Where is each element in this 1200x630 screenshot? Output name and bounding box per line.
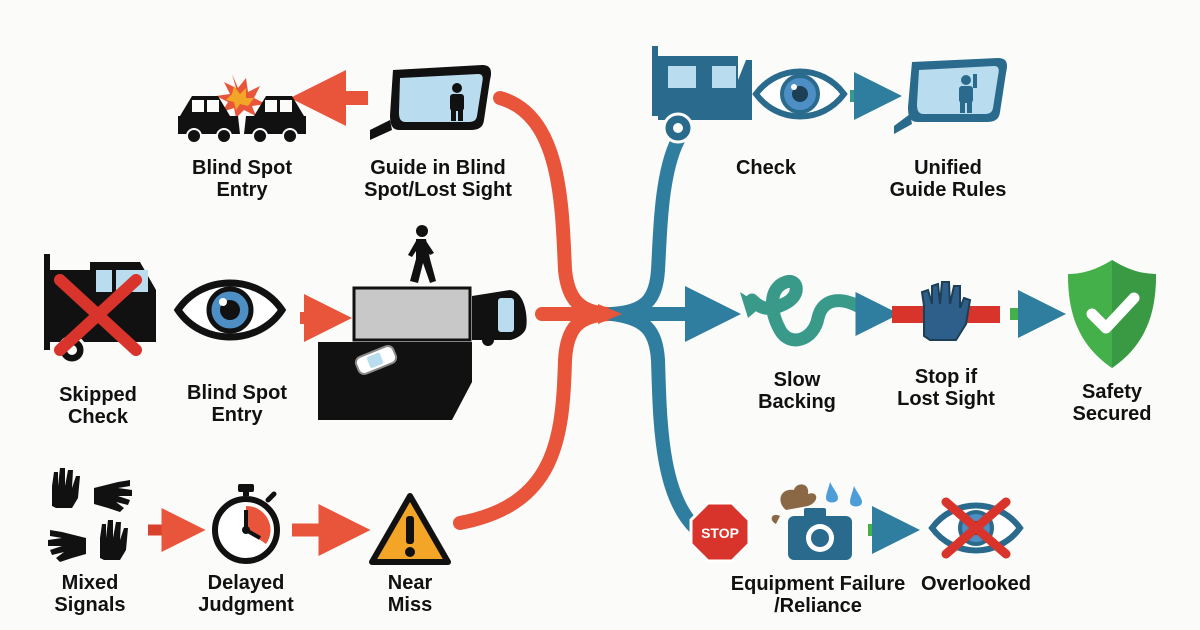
walking-person-icon (408, 225, 436, 283)
eye-icon (173, 279, 287, 341)
label-safety-secured: Safety Secured (1072, 381, 1152, 425)
label-delayed-judgment: Delayed Judgment (198, 572, 294, 616)
right-fork-curves (605, 133, 741, 539)
stop-sign-text: STOP (701, 525, 739, 541)
warning-icon (369, 493, 451, 565)
label-guide-lost-sight: Guide in Blind Spot/Lost Sight (364, 157, 512, 201)
label-mixed-signals: Mixed Signals (54, 572, 126, 616)
truck-icon (652, 46, 752, 144)
left-fork-bottom-curve (453, 307, 615, 530)
left-fork-curves (453, 91, 615, 530)
fork-center-junction (598, 304, 622, 324)
left-fork-top-curve (493, 91, 615, 321)
label-skipped-check: Skipped Check (59, 384, 137, 428)
shield-check-icon (1068, 260, 1156, 368)
mirror-person-icon (370, 65, 492, 140)
stopwatch-icon (212, 484, 280, 564)
stop-sign-icon: STOP (689, 501, 751, 563)
car-collision-icon (178, 74, 306, 144)
mirror-person-icon (894, 58, 1008, 134)
hands-icon (48, 468, 132, 562)
label-check: Check (735, 157, 797, 179)
eye-crossed-icon (928, 497, 1024, 559)
label-stop-lost-sight: Stop if Lost Sight (897, 366, 995, 410)
eye-icon (752, 68, 848, 120)
label-blind-spot-entry-top: Blind Spot Entry (192, 157, 292, 201)
label-blind-spot-entry-mid: Blind Spot Entry (187, 382, 287, 426)
stop-hand-icon (892, 281, 1000, 341)
label-unified-guide-rules: Unified Guide Rules (889, 157, 1007, 201)
label-equipment-failure: Equipment Failure /Reliance (730, 573, 906, 617)
right-fork-bottom-curve (605, 307, 707, 539)
truck-blind-zone-icon (318, 225, 527, 420)
camera-icon (771, 482, 862, 560)
curvy-arrow-head (740, 292, 762, 318)
label-slow-backing: Slow Backing (758, 369, 836, 413)
curvy-arrow-icon (745, 275, 865, 347)
label-near-miss: Near Miss (387, 572, 433, 616)
label-overlooked: Overlooked (920, 573, 1032, 595)
truck-crossed-icon (44, 254, 156, 365)
